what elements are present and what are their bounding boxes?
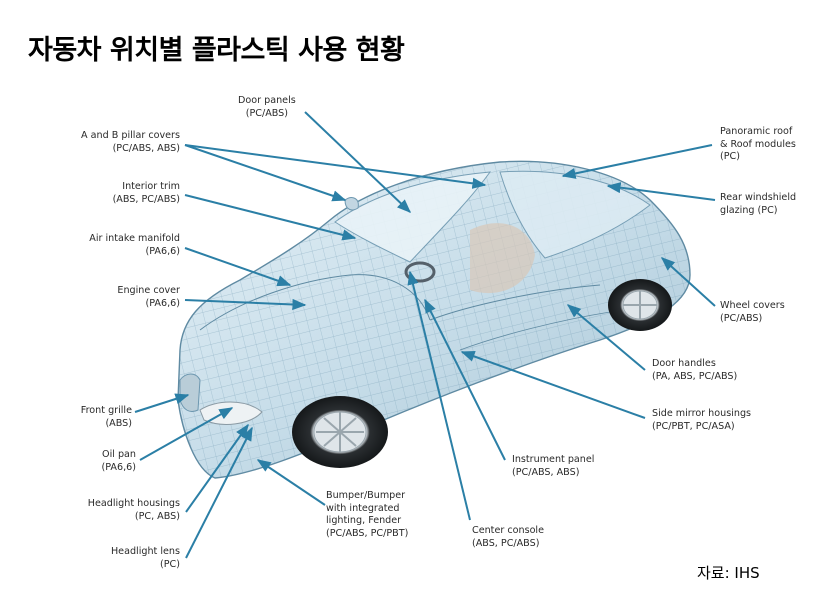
label-instrument-panel: Instrument panel (PC/ABS, ABS)	[512, 454, 595, 478]
label-panoramic-roof: Panoramic roof & Roof modules (PC)	[720, 126, 796, 162]
label-front-grille: Front grille (ABS)	[80, 405, 132, 429]
label-headlight-housings: Headlight housings (PC, ABS)	[87, 498, 180, 522]
leader-lines	[134, 111, 716, 559]
car-rear-wheel	[608, 279, 672, 331]
car-front-grille	[179, 373, 201, 413]
label-oil-pan: Oil pan (PA6,6)	[101, 449, 136, 473]
label-air-intake-manifold: Air intake manifold (PA6,6)	[89, 233, 180, 257]
label-interior-trim: Interior trim (ABS, PC/ABS)	[112, 181, 180, 205]
page-title: 자동차 위치별 플라스틱 사용 현황	[28, 35, 405, 66]
car-side-mirror	[344, 197, 359, 211]
label-door-handles: Door handles (PA, ABS, PC/ABS)	[652, 358, 738, 382]
label-headlight-lens: Headlight lens (PC)	[110, 546, 180, 570]
label-engine-cover: Engine cover (PA6,6)	[117, 285, 180, 309]
label-center-console: Center console (ABS, PC/ABS)	[472, 525, 544, 549]
label-door-panels: Door panels (PC/ABS)	[238, 95, 296, 119]
source-note: 자료: IHS	[697, 564, 760, 582]
label-wheel-covers: Wheel covers (PC/ABS)	[720, 300, 785, 324]
label-rear-windshield: Rear windshield glazing (PC)	[720, 192, 797, 216]
car-interior-seat	[470, 223, 535, 294]
label-ab-pillar-covers: A and B pillar covers (PC/ABS, ABS)	[81, 130, 180, 154]
car-front-wheel	[292, 396, 388, 468]
label-side-mirror-housings: Side mirror housings (PC/PBT, PC/ASA)	[652, 408, 752, 432]
label-bumper-fender: Bumper/Bumper with integrated lighting, …	[326, 490, 409, 539]
